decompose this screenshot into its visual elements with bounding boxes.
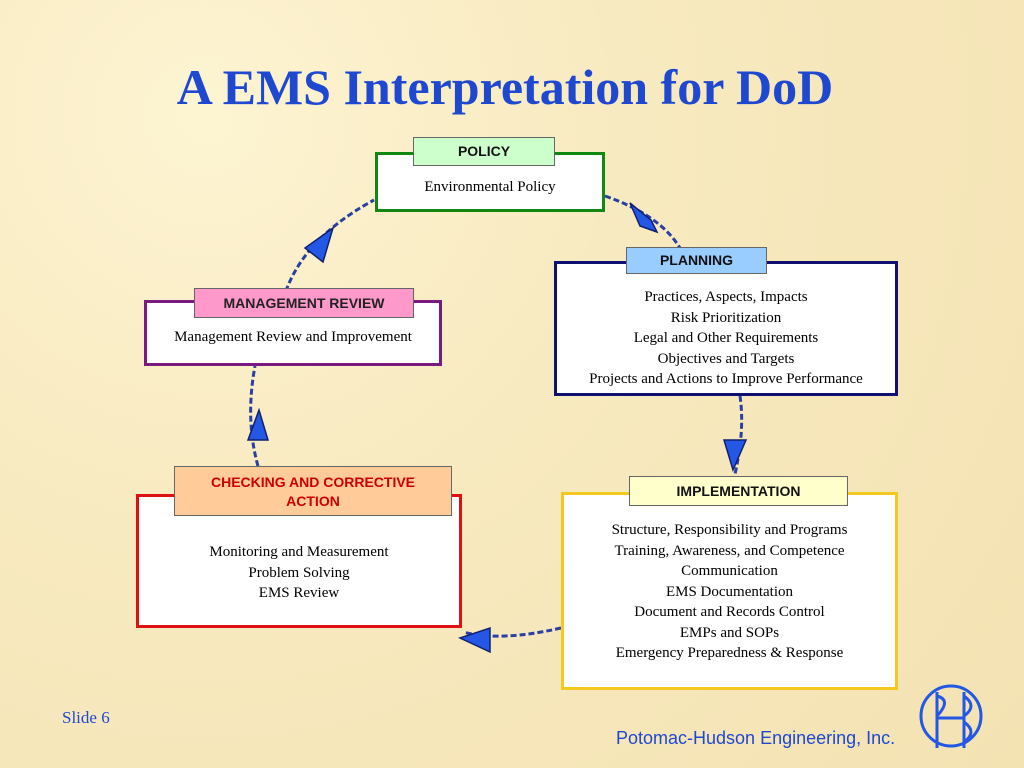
policy-item: Environmental Policy xyxy=(424,179,556,195)
connector-management-policy xyxy=(281,198,375,301)
policy-label: POLICY xyxy=(413,137,555,166)
implementation-item: EMS Documentation xyxy=(665,583,794,600)
checking-items: Monitoring and Measurement Problem Solvi… xyxy=(139,542,459,604)
triangle-arrow-icon-3 xyxy=(457,626,491,654)
slide-number: Slide 6 xyxy=(62,708,110,727)
policy-items: Environmental Policy xyxy=(378,177,602,198)
checking-label-line: ACTION xyxy=(286,493,340,509)
planning-item: Projects and Actions to Improve Performa… xyxy=(589,371,863,387)
implementation-item: EMPs and SOPs xyxy=(679,624,780,641)
checking-label-line: CHECKING AND CORRECTIVE xyxy=(210,474,416,490)
implementation-item: Training, Awareness, and Competence xyxy=(614,542,845,559)
planning-item: Risk Prioritization xyxy=(670,309,782,326)
page-title: A EMS Interpretation for DoD xyxy=(176,59,834,115)
management-items: Management Review and Improvement xyxy=(147,327,439,348)
triangle-arrow-icon-5 xyxy=(303,226,335,264)
connector-planning-implementation xyxy=(733,395,744,475)
checking-label: CHECKING AND CORRECTIVE ACTION xyxy=(174,466,452,516)
planning-label: PLANNING xyxy=(626,247,767,274)
management-item: Management Review and Improvement xyxy=(174,329,412,345)
connector-policy-planning xyxy=(604,194,682,249)
planning-item: Legal and Other Requirements xyxy=(633,330,819,346)
planning-item: Practices, Aspects, Impacts xyxy=(644,289,808,305)
checking-box: Monitoring and Measurement Problem Solvi… xyxy=(136,494,462,628)
implementation-item: Document and Records Control xyxy=(634,604,825,620)
checking-item: Problem Solving xyxy=(248,564,350,581)
triangle-arrow-icon-1 xyxy=(629,202,659,234)
implementation-items: Structure, Responsibility and Programs T… xyxy=(564,520,895,664)
implementation-item: Emergency Preparedness & Response xyxy=(615,645,844,661)
checking-item: EMS Review xyxy=(258,585,340,601)
implementation-item: Communication xyxy=(681,563,778,579)
company-name: Potomac-Hudson Engineering, Inc. xyxy=(616,728,896,748)
connector-checking-management xyxy=(249,365,260,467)
triangle-arrow-icon-2 xyxy=(722,439,748,473)
management-label: MANAGEMENT REVIEW xyxy=(194,288,414,318)
planning-items: Practices, Aspects, Impacts Risk Priorit… xyxy=(557,287,895,390)
implementation-label: IMPLEMENTATION xyxy=(629,476,848,506)
planning-item: Objectives and Targets xyxy=(657,350,795,367)
phe-logo-icon xyxy=(919,684,983,748)
implementation-item: Structure, Responsibility and Programs xyxy=(611,522,848,538)
checking-item: Monitoring and Measurement xyxy=(209,544,389,560)
triangle-arrow-icon-4 xyxy=(246,407,270,441)
planning-box: Practices, Aspects, Impacts Risk Priorit… xyxy=(554,261,898,396)
implementation-box: Structure, Responsibility and Programs T… xyxy=(561,492,898,690)
